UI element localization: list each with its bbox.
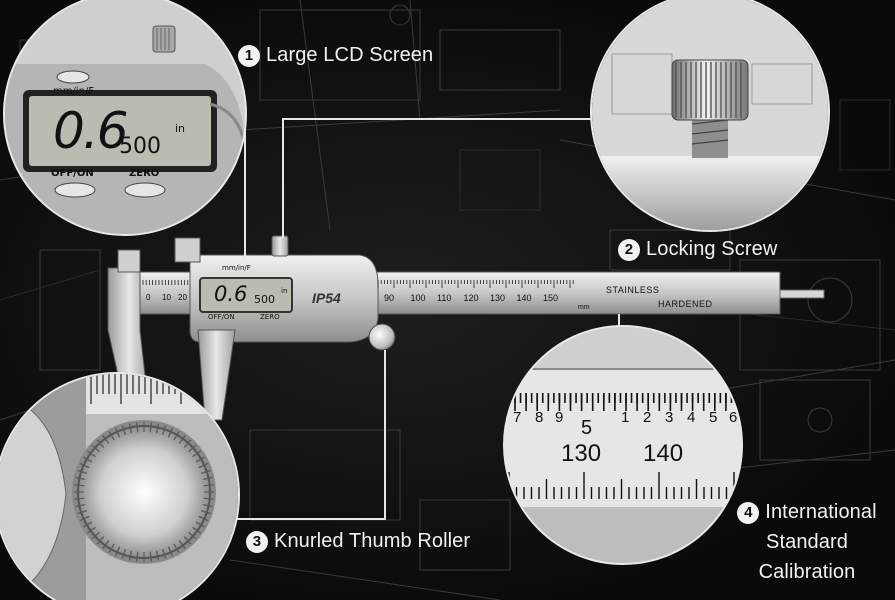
jaw-scale-number: 0 (146, 293, 151, 302)
leader-line-roller-v (384, 350, 386, 518)
feature-label-line: Calibration (758, 561, 856, 583)
zoom-inch-number: 8 (535, 409, 544, 426)
callout-lcd-screen: mm/in/F 0.6 500 in OFF/ON ZERO (3, 0, 247, 236)
feature-label-3: 3 Knurled Thumb Roller (246, 530, 470, 553)
feature-label-line: International (765, 501, 877, 523)
caliper-off-on-label: OFF/ON (208, 313, 235, 321)
feature-label-1: 1 Large LCD Screen (238, 44, 433, 67)
beam-scale-number: 110 (437, 293, 452, 303)
beam-scale-number: 90 (384, 293, 395, 303)
caliper-lcd-unit: in (281, 287, 288, 295)
zoom-mm-number: 140 (643, 440, 684, 467)
zoom-inch-number: 3 (665, 409, 674, 426)
zoom-mm-number: 130 (561, 440, 602, 467)
zoom-unit-button-label: mm/in/F (53, 86, 95, 97)
caliper-zero-label: ZERO (260, 313, 280, 321)
zoom-inch-number: 5 (581, 417, 593, 439)
beam-scale-number: 140 (516, 293, 532, 303)
leader-line-lcd (244, 118, 246, 258)
beam-hardened-text: HARDENED (658, 299, 713, 309)
leader-line-roller-h (220, 518, 386, 520)
feature-number-badge: 1 (238, 45, 260, 67)
feature-label-text: Knurled Thumb Roller (274, 530, 471, 552)
callout-locking-screw (590, 0, 830, 232)
caliper-lcd-reading: 0.6 (214, 282, 248, 306)
ip54-rating: IP54 (312, 290, 341, 306)
beam-scale-number: 130 (490, 293, 506, 303)
feature-number-badge: 4 (737, 502, 760, 524)
zoom-zero-label: ZERO (129, 168, 160, 179)
callout-thumb-roller (0, 372, 240, 600)
zoom-inch-number: 9 (555, 409, 564, 426)
leader-line-screw-h (282, 118, 600, 120)
caliper-lcd (199, 277, 293, 313)
zoom-off-on-label: OFF/ON (51, 168, 94, 179)
feature-number-badge: 2 (618, 239, 640, 261)
locking-screw-small (271, 235, 289, 257)
feature-label-text: Large LCD Screen (266, 44, 434, 66)
zoom-lcd-unit: in (175, 122, 186, 135)
jaw-scale-number: 10 (162, 293, 171, 302)
caliper-lcd-small-digits: 500 (254, 293, 275, 306)
jaw-scale-number: 20 (178, 293, 187, 302)
zoom-inch-number: 4 (687, 409, 696, 426)
leader-line-screw-v (282, 118, 284, 238)
zoom-inch-number: 1 (621, 409, 630, 426)
zoom-lcd-reading: 0.6 (53, 102, 129, 160)
zoom-inch-number: 5 (709, 409, 718, 426)
caliper-unit-button-label: mm/in/F (222, 264, 251, 272)
depth-rod (779, 289, 825, 299)
zoom-inch-number: 2 (643, 409, 652, 426)
beam-stainless-text: STAINLESS (606, 285, 660, 295)
beam-scale-number: 100 (410, 293, 426, 303)
beam-scale-number: 150 (543, 293, 559, 303)
beam-mm-label: mm (578, 304, 590, 311)
zoom-lcd-small-digits: 500 (119, 134, 161, 159)
zoom-inch-number: 7 (513, 409, 522, 426)
feature-label-2: 2 Locking Screw (618, 238, 777, 261)
feature-number-badge: 3 (246, 531, 268, 553)
zoom-inch-number: 6 (729, 409, 738, 426)
beam-scale-number: 120 (463, 293, 479, 303)
thumb-roller-small (368, 323, 396, 351)
feature-label-text: Locking Screw (646, 238, 778, 260)
feature-label-line: Standard (766, 531, 848, 553)
